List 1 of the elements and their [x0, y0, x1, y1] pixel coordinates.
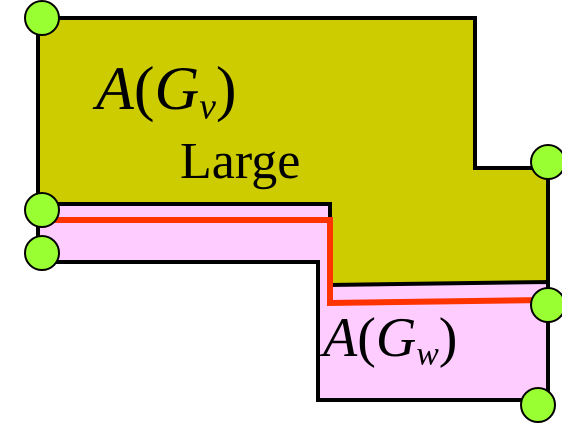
- region-label: Large: [180, 136, 300, 188]
